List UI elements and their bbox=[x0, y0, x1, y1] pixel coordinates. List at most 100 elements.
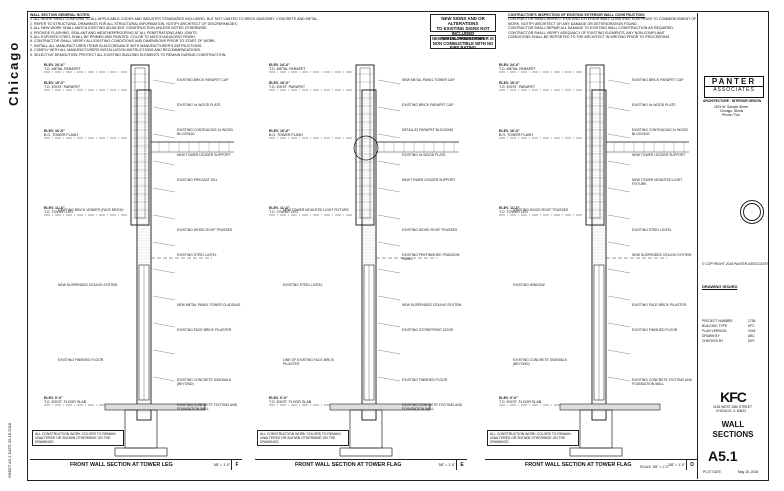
leader-line bbox=[607, 187, 631, 193]
signage-note-line: TO EXISTING SIGNS NOT INCLUDED bbox=[436, 26, 490, 36]
section-drawing bbox=[269, 64, 459, 457]
elevation-tag: T.O. EXIST. FLOOR SLAB bbox=[44, 400, 87, 404]
callout-label: EXISTING FACE BRICK PILASTER bbox=[632, 303, 687, 307]
leader-line bbox=[607, 295, 631, 301]
firm-address-line: Phone / Fax bbox=[722, 113, 740, 117]
footing bbox=[114, 447, 168, 457]
leader-line bbox=[152, 187, 176, 193]
firm-logo: PANTER ASSOCIATES bbox=[704, 76, 764, 98]
callout-label: EXISTING WINDOW bbox=[513, 283, 545, 287]
leader-line bbox=[152, 214, 176, 220]
tower-inner-frame bbox=[589, 67, 601, 219]
callout-label: NEW TOWER MOUNTED LIGHT FIXTURE bbox=[283, 208, 349, 212]
foundation-wall bbox=[579, 409, 613, 449]
leader-line bbox=[152, 376, 176, 382]
general-note: 2. REFER TO STRUCTURAL DRAWINGS FOR ALL … bbox=[30, 21, 238, 26]
leader-line bbox=[607, 349, 631, 355]
wall-section bbox=[136, 89, 152, 421]
callout-label: EXISTING CONCRETE SIDEWALK (BEYOND) bbox=[177, 378, 232, 386]
panel-note-box: NEW METAL PANEL TOWER IS NON COMBUSTIBLE… bbox=[430, 35, 496, 51]
client-address-line: CHICAGO, IL 60623 bbox=[716, 409, 746, 413]
foundation-wall bbox=[349, 409, 383, 449]
callout-label: NEW SUSPENDED CEILING SYSTEM bbox=[632, 253, 692, 257]
elevation-tag: B.O. TOWER FLASH bbox=[499, 133, 534, 137]
elevation-tag: ELEV. 11'-6" bbox=[44, 206, 65, 210]
leader-line bbox=[377, 322, 401, 328]
callout-label: EXISTING STEEL LINTEL bbox=[283, 283, 323, 287]
elevation-tag: B.O. TOWER FLASH bbox=[269, 133, 304, 137]
callout-label: NEW TOWER LEDGER SUPPORT bbox=[177, 153, 231, 157]
elevation-tag: T.O. EXIST. PARAPET bbox=[499, 85, 536, 89]
signage-note-line: NEW SIGNS AND OR ALTERATIONS bbox=[441, 16, 485, 26]
sheet-title-line1: WALL bbox=[721, 420, 745, 429]
elevation-tag: ELEV. 16'-6" bbox=[269, 129, 290, 133]
callout-label: NEW SUSPENDED CEILING SYSTEM bbox=[402, 303, 462, 307]
leader-line bbox=[377, 106, 401, 112]
signage-note-line: IN BUILDING PERMIT bbox=[440, 36, 486, 41]
contractor-notes: CONTRACTOR'S INSPECTION OF EXISTING EXTE… bbox=[508, 13, 698, 39]
elevation-tag: ELEV. 19'-0" bbox=[44, 81, 65, 85]
callout-label: EXISTING STOREFRONT DOOR bbox=[402, 328, 454, 332]
general-note: 8. COMPLY WITH ALL MANUFACTURERS INSTALL… bbox=[30, 48, 201, 53]
leader-line bbox=[152, 160, 176, 166]
wall-section bbox=[361, 89, 377, 421]
elevation-tag: T.O. TOWER LEG bbox=[269, 210, 299, 214]
section-drawing bbox=[44, 64, 234, 457]
leader-line bbox=[607, 376, 631, 382]
project-info-label: CHECKED BY bbox=[702, 339, 724, 343]
callout-label: EXISTING FINISHED FLOOR bbox=[632, 328, 678, 332]
scale-label: SCALE: 3/8" = 1'-0" bbox=[640, 465, 669, 469]
detail-callout-circle bbox=[353, 135, 379, 161]
plot-date: May 18, 2018 bbox=[738, 470, 758, 474]
elevation-tag: T.O. EXIST. FLOOR SLAB bbox=[499, 400, 542, 404]
callout-label: EXISTING BRICK PARAPET CAP bbox=[402, 103, 454, 107]
callout-label: EXISTING BRICK PARAPET CAP bbox=[632, 78, 684, 82]
elevation-tag: ELEV. 0'-0" bbox=[44, 396, 63, 400]
project-info-label: DRAWN BY bbox=[702, 334, 720, 338]
project-info-value: 1736 bbox=[748, 319, 756, 323]
leader-line bbox=[377, 214, 401, 220]
elevation-tag: ELEV. 16'-6" bbox=[44, 129, 65, 133]
elevation-tag: ELEV. 0'-0" bbox=[499, 396, 518, 400]
panel-note-line: NON COMBUSTIBLE WITH NO FIRE RATING bbox=[432, 40, 494, 51]
callout-label: NEW METAL PANEL TOWER CLADDING bbox=[177, 303, 241, 307]
project-info-value: ABC bbox=[748, 334, 755, 338]
contractor-note: CONDITIONS SHALL BE REPORTED TO THE ARCH… bbox=[508, 35, 671, 40]
leader-line bbox=[607, 160, 631, 166]
elevation-tag: T.O. METAL PARAPET bbox=[44, 67, 81, 71]
elevation-tag: ELEV. 19'-0" bbox=[269, 81, 290, 85]
drawing-issued-label: DRAWING ISSUED bbox=[702, 284, 738, 289]
leader-line bbox=[607, 241, 631, 247]
leader-line bbox=[607, 133, 631, 139]
sheet-border bbox=[27, 11, 769, 481]
title-block bbox=[697, 13, 768, 479]
elevation-tag: T.O. METAL PARAPET bbox=[269, 67, 306, 71]
side-code-text: SHEET A5.1 DATE 05.18.2018 bbox=[7, 423, 12, 478]
leader-line bbox=[377, 79, 401, 85]
leader-line bbox=[377, 133, 401, 139]
section-scale: 3/8" = 1'-0" bbox=[668, 463, 685, 467]
project-info-label: BUILDING TYPE bbox=[702, 324, 728, 328]
contractor-note: WORK. NOTIFY ARCHITECT OF ANY DAMAGE OR … bbox=[508, 21, 638, 26]
section-title: FRONT WALL SECTION AT TOWER FLAG bbox=[525, 462, 632, 468]
elevation-tag: ELEV. 19'-0" bbox=[499, 81, 520, 85]
section-number: E bbox=[456, 460, 467, 470]
leader-line bbox=[152, 133, 176, 139]
contractor-notes-heading: CONTRACTOR'S INSPECTION OF EXISTING EXTE… bbox=[508, 13, 646, 17]
elevation-tag: ELEV. 24'-6" bbox=[269, 63, 290, 67]
firm-subtitle: ARCHITECTURE · INTERIOR DESIGN bbox=[703, 99, 762, 103]
plot-date-label: PLOT DATE bbox=[703, 470, 722, 474]
callout-label: EXISTING FINISHED FLOOR bbox=[402, 378, 448, 382]
section-title: FRONT WALL SECTION AT TOWER FLAG bbox=[295, 462, 402, 468]
client-logo: KFC bbox=[716, 390, 750, 404]
elevation-tag: ELEV. 24'-6" bbox=[499, 63, 520, 67]
footing bbox=[569, 447, 623, 457]
callout-label: EXISTING BRICK PARAPET CAP bbox=[177, 78, 229, 82]
callout-label: EXISTING PREFINISHED TRANSOM PANEL bbox=[402, 253, 460, 261]
side-code: SHEET A5.1 DATE 05.18.2018 bbox=[5, 423, 17, 480]
leader-line bbox=[607, 214, 631, 220]
elevation-tag: ELEV. 16'-6" bbox=[499, 129, 520, 133]
